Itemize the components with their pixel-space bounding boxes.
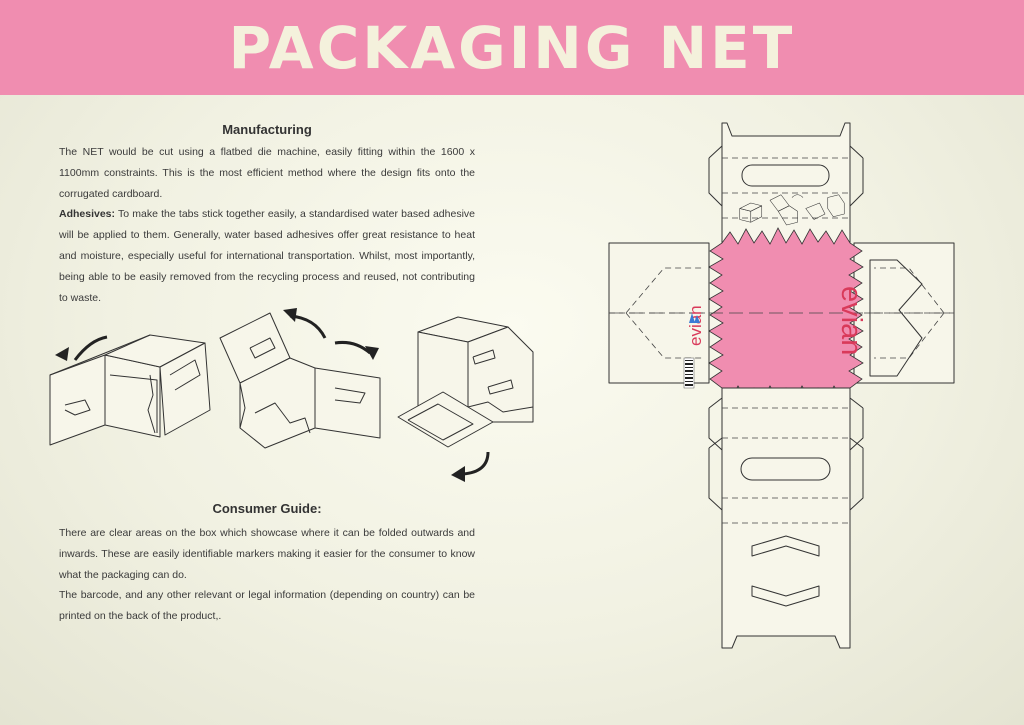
adhesives-label: Adhesives:	[59, 208, 116, 221]
page-title: PACKAGING NET	[228, 13, 796, 82]
title-banner: PACKAGING NET	[0, 0, 1024, 95]
net-barcode	[683, 357, 695, 389]
fold-illustration-2	[219, 308, 381, 449]
consumer-guide-paragraph-2: The barcode, and any other relevant or l…	[59, 589, 475, 623]
manufacturing-heading: Manufacturing	[222, 122, 312, 137]
net-fold-marker-down	[751, 585, 820, 607]
packaging-net-diagram: evian evian	[608, 122, 955, 649]
net-fold-marker-up	[751, 535, 820, 557]
consumer-guide-heading: Consumer Guide:	[212, 501, 322, 516]
net-brand-main: evian	[835, 286, 867, 355]
manufacturing-text: The NET would be cut using a flatbed die…	[59, 142, 475, 308]
fold-illustration-3	[397, 316, 534, 482]
net-right-tab-window	[869, 259, 923, 377]
net-mountain-logo-icon	[689, 313, 695, 323]
adhesives-body: To make the tabs stick together easily, …	[59, 208, 475, 304]
net-folding-icons	[739, 194, 845, 226]
net-handle-slot-bottom	[740, 457, 831, 481]
net-bottom-strip	[721, 387, 851, 649]
fold-illustration-1	[49, 334, 211, 446]
manufacturing-body: The NET would be cut using a flatbed die…	[59, 146, 475, 200]
net-brand-side: evian	[686, 305, 705, 346]
consumer-guide-text: There are clear areas on the box which s…	[59, 523, 475, 627]
consumer-guide-paragraph-1: There are clear areas on the box which s…	[59, 527, 475, 581]
net-handle-slot-top	[741, 164, 830, 187]
